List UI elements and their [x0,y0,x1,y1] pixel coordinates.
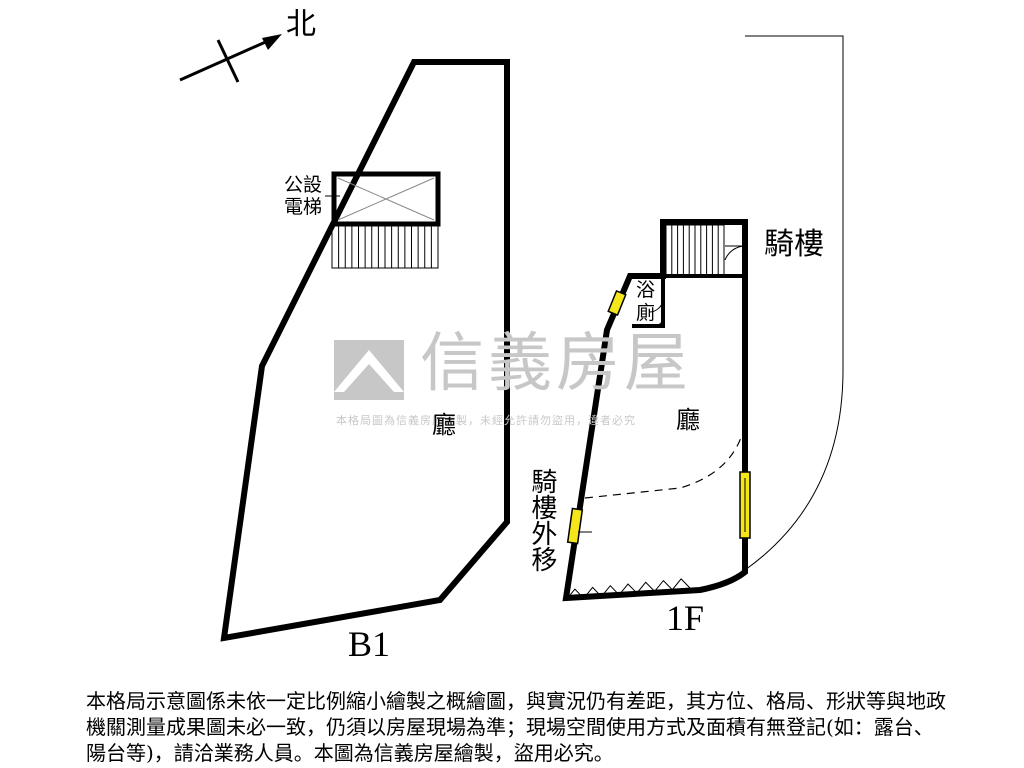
front-zigzag [565,578,691,601]
watermark-logo-icon [334,340,404,400]
elevator-icon [325,171,441,227]
window-icon [566,507,584,545]
disclaimer-text: 本格局示意圖係未依一定比例縮小繪製之概繪圖，與實況仍有差距，其方位、格局、形狀等… [86,689,946,765]
f1-outline [562,219,748,602]
watermark-brand: 信義房屋 [420,327,692,401]
window-icon [607,289,627,317]
bathroom-label: 浴廁 [636,279,656,324]
b1-hall-label: 廳 [432,411,456,439]
b1-staircase [331,225,439,269]
b1-floor-label: B1 [348,624,391,664]
elevator-label: 公設電梯 [284,174,323,218]
arcade-boundary [744,35,844,571]
arcade-label: 騎樓 [764,227,824,262]
watermark-notice: 本格局圖為信義房屋繪製，未經允許請勿盜用，違者必究 [336,414,636,427]
arcade-moved-line [584,423,746,499]
interior-walls [632,274,745,328]
north-arrow-icon [179,34,282,83]
b1-outline [220,59,510,642]
door-icon [649,245,746,327]
f1-staircase [665,224,725,276]
north-label: 北 [286,7,316,42]
f1-hall-label: 廳 [676,406,700,434]
arcade-moved-label: 騎樓外移 [526,468,557,572]
f1-floor-label: 1F [666,598,705,638]
